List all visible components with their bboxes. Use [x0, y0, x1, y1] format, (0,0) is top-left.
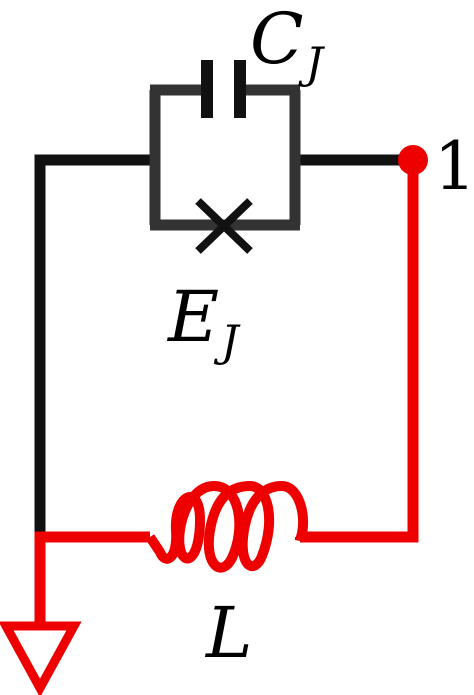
bottom-left-wire — [34, 531, 150, 625]
ground-icon — [0, 621, 82, 695]
josephson-junction-cross-icon — [195, 198, 253, 254]
josephson-energy-symbol: E — [168, 276, 220, 358]
inductor-coil — [145, 480, 309, 573]
capacitance-label: CJ — [250, 4, 323, 87]
node-dot — [398, 145, 428, 175]
left-wire — [34, 154, 155, 532]
capacitance-subscript: J — [305, 39, 323, 90]
josephson-energy-label: EJ — [168, 282, 239, 365]
node-branch-wire — [300, 160, 419, 543]
node-label: 1 — [434, 128, 474, 205]
capacitance-symbol: C — [250, 0, 304, 80]
inductor-label: L — [206, 592, 253, 674]
josephson-energy-subscript: J — [221, 317, 239, 368]
